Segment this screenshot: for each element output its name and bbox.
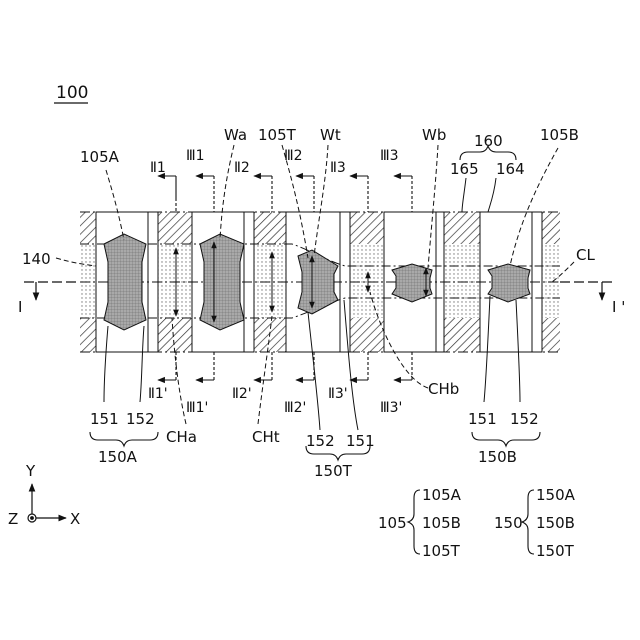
label-160: 160 [474,132,503,150]
svg-text:Ⅱ1: Ⅱ1 [150,160,166,176]
axis-indicator [28,484,66,522]
label-152a: 152 [126,410,155,428]
label-105a: 105A [80,148,120,166]
svg-text:Ⅲ3': Ⅲ3' [380,400,402,416]
label-wa: Wa [224,126,247,144]
svg-text:Ⅱ1': Ⅱ1' [148,386,168,402]
top-section-labels: Ⅱ1 Ⅲ1 Ⅱ2 Ⅲ2 Ⅱ3 Ⅲ3 [150,148,399,176]
label-150b: 150B [478,448,517,466]
top-section-markers [158,176,412,212]
svg-text:Ⅲ1': Ⅲ1' [186,400,208,416]
svg-text:Ⅱ3': Ⅱ3' [328,386,348,402]
label-cha: CHa [166,428,197,446]
legend-105t: 105T [422,542,461,560]
label-152t: 152 [306,432,335,450]
axis-z-label: Z [8,510,18,528]
label-151t: 151 [346,432,375,450]
label-150t: 150T [314,462,353,480]
legend-105a: 105A [422,486,462,504]
legend-105b: 105B [422,514,461,532]
label-cht: CHt [252,428,280,446]
svg-text:Ⅱ3: Ⅱ3 [330,160,346,176]
axis-y-label: Y [25,462,36,480]
legend-150-parent: 150 [494,514,523,532]
svg-text:Ⅲ1: Ⅲ1 [186,148,205,164]
label-165: 165 [450,160,479,178]
label-151a: 151 [90,410,119,428]
label-151b: 151 [468,410,497,428]
label-chb: CHb [428,380,459,398]
legend-150b: 150B [536,514,575,532]
axis-x-label: X [70,510,80,528]
bottom-section-markers [158,352,412,380]
figure-ref-number: 100 [56,83,88,103]
label-105b: 105B [540,126,579,144]
legend-105-parent: 105 [378,514,407,532]
legend-150t: 150T [536,542,575,560]
label-164: 164 [496,160,525,178]
label-cl: CL [576,246,595,264]
svg-text:Ⅱ2: Ⅱ2 [234,160,250,176]
svg-text:Ⅱ2': Ⅱ2' [232,386,252,402]
label-wt: Wt [320,126,341,144]
label-i: I [18,298,22,316]
label-i-prime: I ' [612,298,625,316]
label-150a: 150A [98,448,138,466]
legend-150a: 150A [536,486,576,504]
label-140: 140 [22,250,51,268]
svg-text:Ⅲ2': Ⅲ2' [284,400,306,416]
label-152b: 152 [510,410,539,428]
svg-text:Ⅲ3: Ⅲ3 [380,148,399,164]
label-105t: 105T [258,126,297,144]
bottom-section-labels: Ⅱ1' Ⅲ1' Ⅱ2' Ⅲ2' Ⅱ3' Ⅲ3' [148,386,402,416]
label-wb: Wb [422,126,446,144]
